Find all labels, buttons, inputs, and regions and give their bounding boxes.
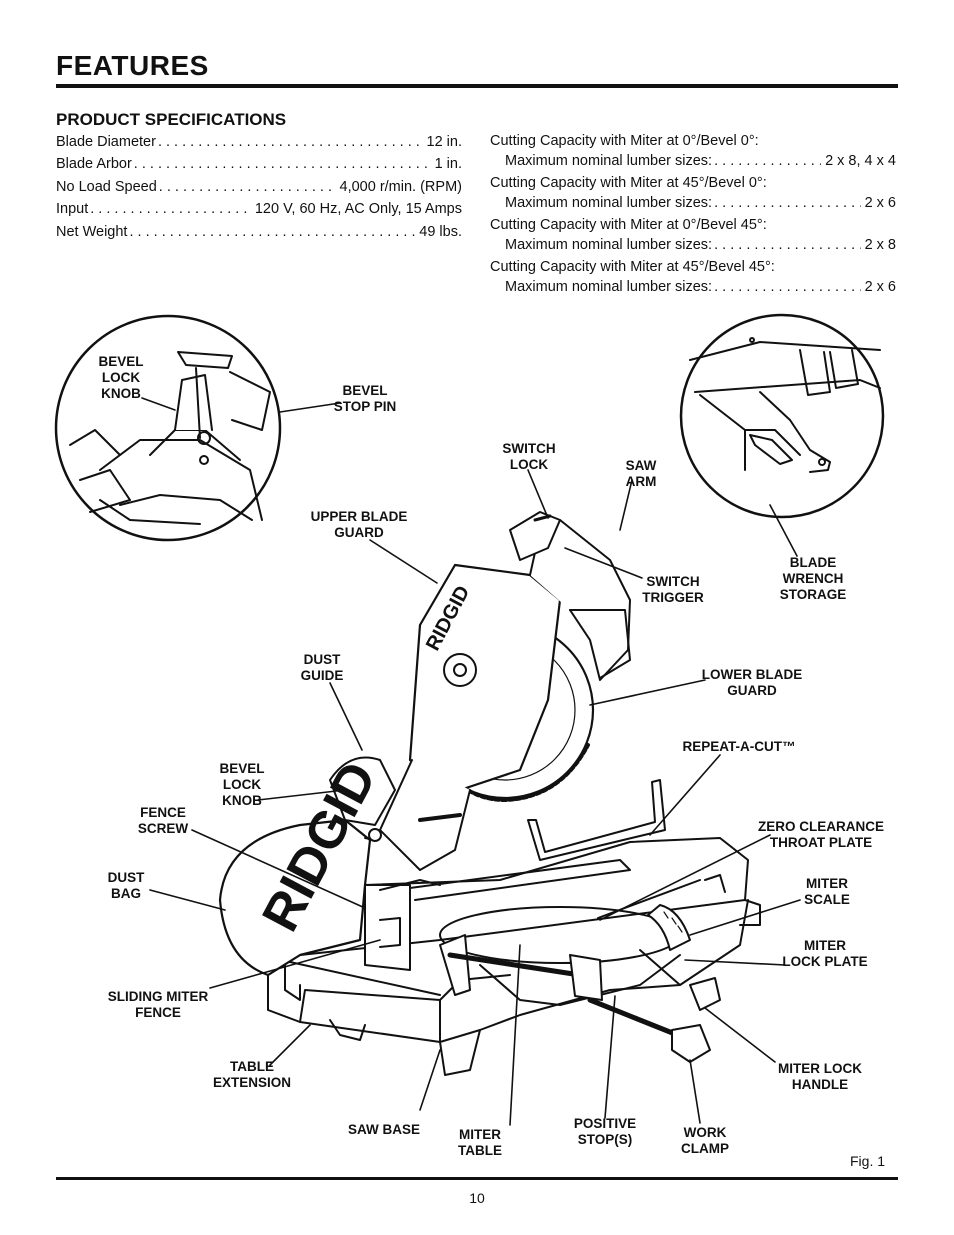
callout-upper-blade-guard: UPPER BLADE GUARD xyxy=(310,509,408,540)
callout-bevel-lock-knob: BEVEL LOCK KNOB xyxy=(219,761,265,808)
spec-row: No Load Speed 4,000 r/min. (RPM) xyxy=(56,179,462,201)
capacity-value: 2 x 8 xyxy=(864,237,896,253)
spec-value: 1 in. xyxy=(434,156,462,173)
saw-base-drawing xyxy=(267,779,761,1076)
capacity-value: 2 x 8, 4 x 4 xyxy=(825,153,896,169)
callout-miter-table: MITER TABLE xyxy=(458,1127,502,1158)
callout-dust-guide: DUST GUIDE xyxy=(300,652,344,683)
capacity-label: Maximum nominal lumber sizes: xyxy=(505,279,713,295)
spec-row: Blade Arbor 1 in. xyxy=(56,156,462,178)
capacity-row: Maximum nominal lumber sizes: 2 x 8, 4 x … xyxy=(490,153,896,175)
spec-value: 12 in. xyxy=(426,134,462,150)
spec-label: Net Weight xyxy=(56,223,128,240)
capacity-heading: Cutting Capacity with Miter at 0°/Bevel … xyxy=(490,217,767,233)
title-rule xyxy=(56,84,898,88)
spec-row: Net Weight 49 lbs. xyxy=(56,224,462,246)
spec-label: Input xyxy=(56,201,89,218)
capacity-list: Cutting Capacity with Miter at 0°/Bevel … xyxy=(490,133,896,301)
spec-row: Input 120 V, 60 Hz, AC Only, 15 Amps xyxy=(56,201,462,223)
spec-label: No Load Speed xyxy=(56,178,157,195)
callout-leaders xyxy=(141,397,801,1126)
callout-saw-base: SAW BASE xyxy=(347,1122,420,1137)
callout-bevel-stop-pin: BEVEL STOP PIN xyxy=(333,383,397,414)
capacity-heading: Cutting Capacity with Miter at 45°/Bevel… xyxy=(490,259,775,275)
callout-positive-stops: POSITIVE STOP(S) xyxy=(573,1116,637,1147)
callout-switch-lock: SWITCH LOCK xyxy=(502,441,556,472)
callout-switch-trigger: SWITCH TRIGGER xyxy=(642,574,704,605)
spec-label: Blade Diameter xyxy=(56,134,156,150)
spec-value: 120 V, 60 Hz, AC Only, 15 Amps xyxy=(254,201,462,218)
callout-miter-lock-plate: MITER LOCK PLATE xyxy=(782,938,868,969)
callout-miter-lock-handle: MITER LOCK HANDLE xyxy=(778,1061,862,1092)
callout-sliding-miter-fence: SLIDING MITER FENCE xyxy=(107,989,209,1020)
callout-table-extension: TABLE EXTENSION xyxy=(212,1059,291,1090)
capacity-value: 2 x 6 xyxy=(864,195,896,211)
callout-blade-wrench-storage: BLADE WRENCH STORAGE xyxy=(779,555,847,602)
callout-work-clamp: WORK CLAMP xyxy=(681,1125,729,1156)
callout-dust-bag: DUST BAG xyxy=(107,870,145,901)
page-title: FEATURES xyxy=(56,50,209,81)
callout-bevel-lock-knob-inset: BEVEL LOCK KNOB xyxy=(98,354,144,401)
callout-repeat-a-cut: REPEAT-A-CUT™ xyxy=(682,739,796,754)
callout-miter-scale: MITER SCALE xyxy=(804,876,850,907)
page-number: 10 xyxy=(469,1190,485,1206)
bevel-detail-inset xyxy=(54,314,282,542)
callout-saw-arm: SAW ARM xyxy=(625,458,657,489)
capacity-heading: Cutting Capacity with Miter at 0°/Bevel … xyxy=(490,133,759,149)
callout-lower-blade-guard: LOWER BLADE GUARD xyxy=(701,667,803,698)
spec-label: Blade Arbor xyxy=(56,156,132,173)
saw-head-drawing xyxy=(364,511,631,871)
capacity-heading: Cutting Capacity with Miter at 45°/Bevel… xyxy=(490,175,767,191)
capacity-row: Maximum nominal lumber sizes: 2 x 6 xyxy=(490,279,896,301)
spec-value: 49 lbs. xyxy=(419,223,462,240)
footer-rule xyxy=(56,1177,898,1180)
capacity-row: Maximum nominal lumber sizes: 2 x 6 xyxy=(490,195,896,217)
capacity-row: Maximum nominal lumber sizes: 2 x 8 xyxy=(490,237,896,259)
spec-list: Blade Diameter 12 in. Blade Arbor 1 in. No… xyxy=(56,134,462,246)
spec-row: Blade Diameter 12 in. xyxy=(56,134,462,156)
capacity-label: Maximum nominal lumber sizes: xyxy=(505,195,713,211)
capacity-label: Maximum nominal lumber sizes: xyxy=(505,237,713,253)
figure-label: Fig. 1 xyxy=(850,1153,886,1169)
callout-zero-clearance: ZERO CLEARANCE THROAT PLATE xyxy=(757,819,884,850)
wrench-storage-inset xyxy=(679,313,885,519)
section-title: PRODUCT SPECIFICATIONS xyxy=(56,110,287,129)
capacity-value: 2 x 6 xyxy=(864,279,896,295)
spec-value: 4,000 r/min. (RPM) xyxy=(339,178,462,195)
callout-fence-screw: FENCE SCREW xyxy=(137,805,189,836)
capacity-label: Maximum nominal lumber sizes: xyxy=(505,153,713,169)
